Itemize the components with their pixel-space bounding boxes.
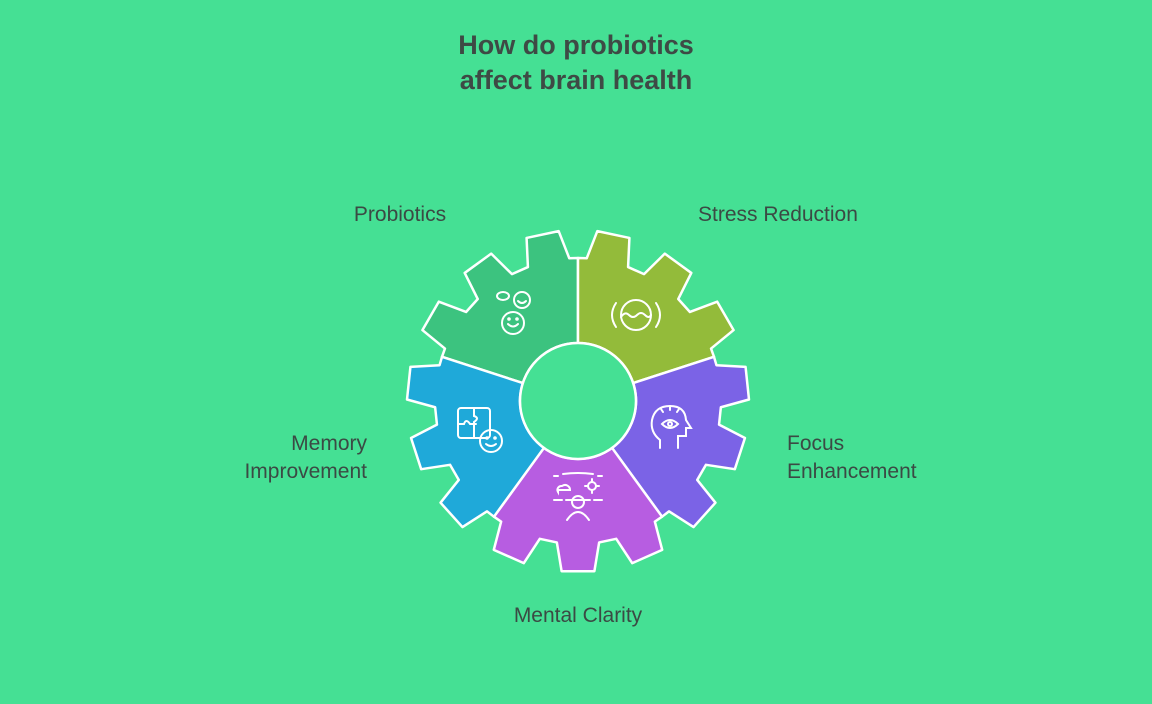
label-focus-line1: Focus (787, 432, 845, 455)
label-focus-line2: Enhancement (787, 460, 917, 483)
bacteria-smile-icon (496, 291, 531, 335)
title-line-1: How do probiotics (458, 30, 694, 60)
gear-hub (518, 341, 638, 461)
puzzle-face-icon (457, 407, 503, 453)
title-line-2: affect brain health (459, 65, 693, 95)
label-stress-reduction: Stress Reduction (698, 203, 858, 226)
label-memory-improvement: Memory Improvement (167, 430, 367, 486)
label-probiotics: Probiotics (353, 203, 447, 226)
calm-wave-icon (611, 299, 661, 331)
label-memory-line2: Improvement (244, 460, 367, 483)
label-mental-clarity: Mental Clarity (513, 604, 643, 627)
person-sun-icon (553, 472, 603, 521)
label-memory-line1: Memory (291, 432, 367, 455)
head-eye-icon (650, 404, 693, 449)
page-title: How do probiotics affect brain health (0, 28, 1152, 98)
